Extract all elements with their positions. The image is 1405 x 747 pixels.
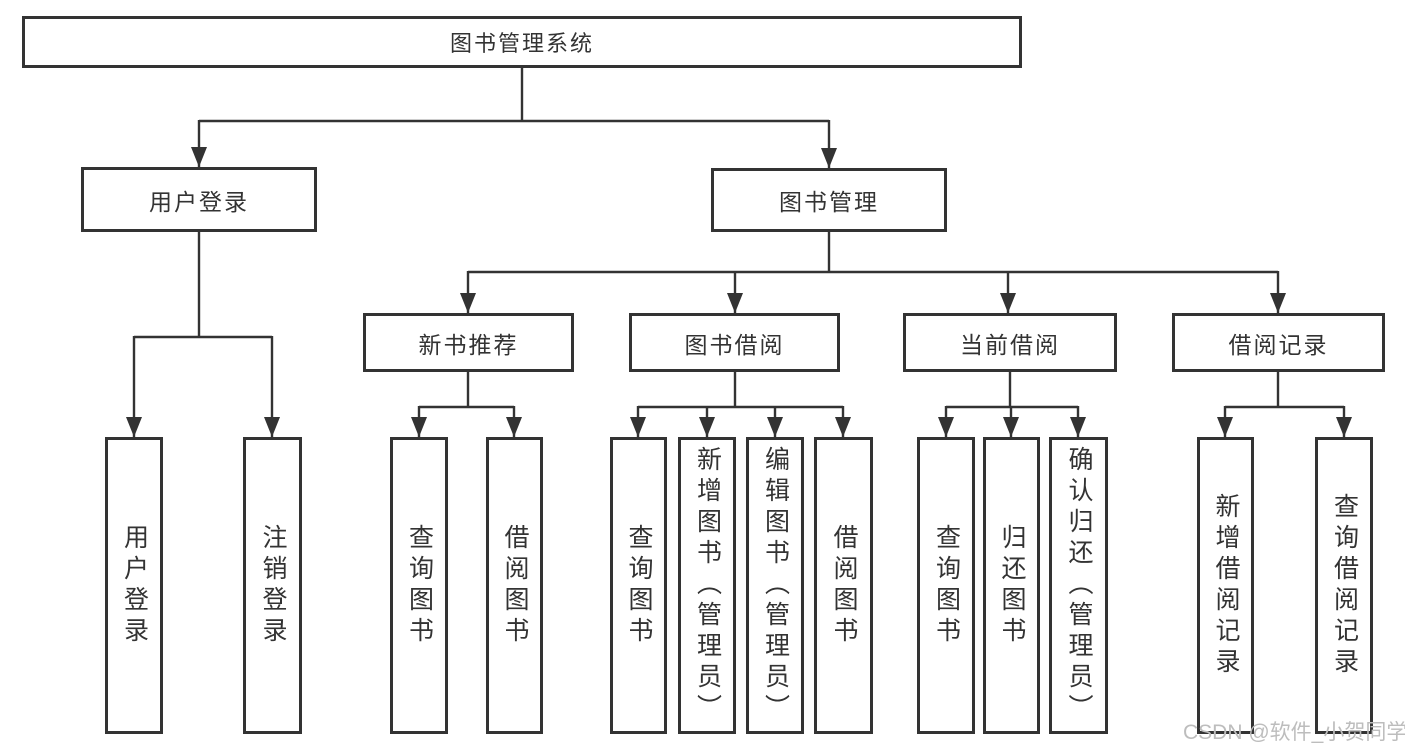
node-user-login: 用户登录	[81, 167, 317, 232]
leaf-current-confirm-return-admin: 确认归还（管理员）	[1049, 437, 1108, 734]
node-user-login-label: 用户登录	[149, 188, 249, 215]
leaf-current-confirm-return-admin-label: 确认归还（管理员）	[1065, 446, 1093, 725]
edge-recommend-branch	[419, 372, 514, 409]
leaf-current-query-books: 查询图书	[917, 437, 975, 734]
leaf-records-add-record-label: 新增借阅记录	[1212, 492, 1240, 679]
node-group-records-label: 借阅记录	[1228, 331, 1329, 358]
edge-borrow-branch	[638, 372, 843, 409]
node-root-system: 图书管理系统	[22, 16, 1022, 68]
node-group-new-book-recommend: 新书推荐	[363, 313, 574, 372]
edge-records-branch	[1225, 372, 1344, 409]
leaf-current-return-books-label: 归还图书	[998, 523, 1026, 648]
edge-management-branch	[468, 232, 1278, 274]
node-group-recommend-label: 新书推荐	[418, 331, 519, 358]
node-book-management: 图书管理	[711, 168, 947, 232]
edge-root-branch	[199, 68, 829, 123]
node-book-management-label: 图书管理	[779, 189, 879, 215]
leaf-logout: 注销登录	[243, 437, 302, 734]
leaf-borrow-borrow-books-label: 借阅图书	[830, 523, 858, 648]
leaf-recommend-borrow-books-label: 借阅图书	[501, 523, 529, 648]
leaf-borrow-borrow-books: 借阅图书	[814, 437, 873, 734]
leaf-recommend-query-books-label: 查询图书	[405, 523, 434, 648]
node-group-current-borrow: 当前借阅	[903, 313, 1117, 372]
edge-current-branch	[946, 372, 1078, 409]
edge-login-branch	[134, 232, 272, 339]
leaf-records-add-record: 新增借阅记录	[1197, 437, 1254, 734]
leaf-borrow-edit-books-admin: 编辑图书（管理员）	[746, 437, 804, 734]
leaf-borrow-add-books-admin-label: 新增图书（管理员）	[693, 446, 722, 725]
leaf-borrow-edit-books-admin-label: 编辑图书（管理员）	[761, 446, 790, 725]
leaf-current-query-books-label: 查询图书	[932, 523, 961, 648]
leaf-records-query-record: 查询借阅记录	[1315, 437, 1373, 734]
leaf-borrow-query-books: 查询图书	[610, 437, 667, 734]
leaf-recommend-borrow-books: 借阅图书	[486, 437, 543, 734]
leaf-logout-label: 注销登录	[259, 523, 287, 648]
node-root-label: 图书管理系统	[449, 31, 594, 56]
node-group-book-borrow: 图书借阅	[629, 313, 840, 372]
csdn-watermark: CSDN @软件_小贺同学	[1183, 721, 1405, 744]
leaf-borrow-query-books-label: 查询图书	[625, 523, 653, 648]
node-group-borrow-label: 图书借阅	[684, 331, 785, 358]
leaf-user-login-label: 用户登录	[120, 523, 149, 648]
leaf-current-return-books: 归还图书	[983, 437, 1040, 734]
leaf-recommend-query-books: 查询图书	[390, 437, 448, 734]
leaf-borrow-add-books-admin: 新增图书（管理员）	[678, 437, 736, 734]
leaf-records-query-record-label: 查询借阅记录	[1330, 492, 1359, 679]
node-group-current-label: 当前借阅	[960, 331, 1060, 358]
leaf-user-login: 用户登录	[105, 437, 163, 734]
node-group-borrow-records: 借阅记录	[1172, 313, 1385, 372]
